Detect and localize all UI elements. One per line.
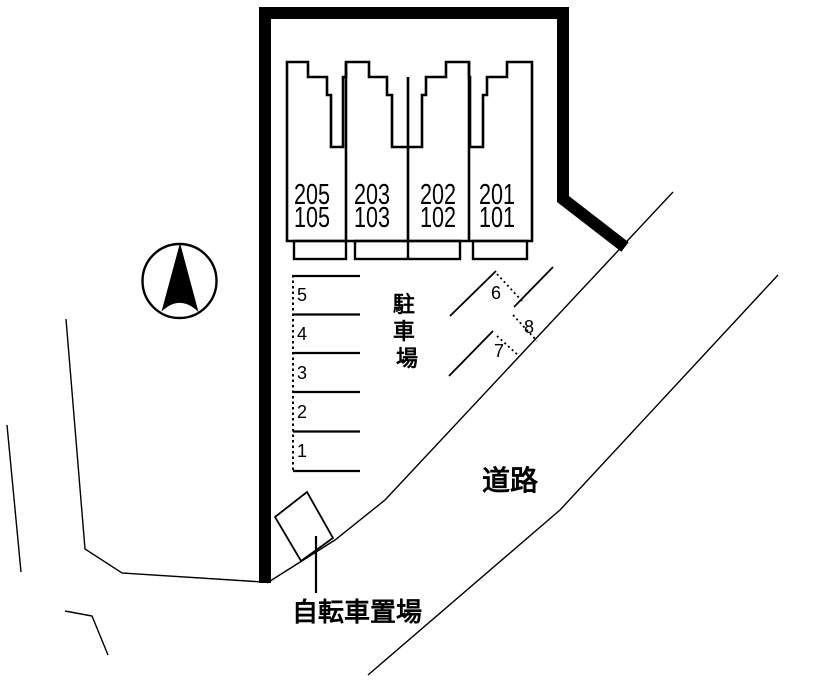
angled-stall-dotted-8 [512, 314, 538, 342]
unit-number-105: 105 [294, 202, 330, 234]
unit-number-203: 203 [354, 179, 390, 211]
parking-space-number-5: 5 [297, 285, 307, 305]
parking-space-number-3: 3 [297, 363, 307, 383]
unit-number-103: 103 [354, 202, 390, 234]
angled-stall-line-c [448, 330, 494, 377]
angled-stall-line-b [513, 266, 554, 308]
plot-boundary-far-left [6, 424, 22, 573]
north-compass [141, 242, 218, 320]
building-outline [285, 60, 534, 243]
angled-stall-line-a [449, 270, 497, 317]
parking-space-number-6: 6 [491, 283, 501, 303]
plot-boundary-bottom-left [64, 610, 109, 656]
plot-boundary-left [65, 318, 264, 583]
angled-stall-dotted-6 [496, 273, 523, 302]
unit-number-205: 205 [294, 179, 330, 211]
bicycle-area-shape [273, 490, 335, 563]
porch-unit-205 [292, 239, 348, 261]
bicycle-area-label: 自転車置場 [292, 597, 422, 627]
unit-number-101: 101 [479, 202, 515, 234]
unit-number-102: 102 [420, 202, 456, 234]
porch-unit-201 [471, 239, 529, 261]
north-arrow-icon [161, 243, 199, 312]
parking-space-number-1: 1 [297, 441, 307, 461]
road-label: 道路 [482, 464, 539, 496]
unit-number-201: 201 [479, 179, 515, 211]
parking-space-number-8: 8 [524, 317, 534, 337]
road-edge-outer [367, 274, 779, 676]
parking-space-number-4: 4 [297, 324, 307, 344]
property-boundary-thick [259, 7, 629, 583]
parking-area-label: 駐 車 場 [393, 292, 421, 371]
road-edge-inner [266, 191, 674, 584]
parking-space-number-2: 2 [297, 402, 307, 422]
parking-space-number-7: 7 [494, 341, 504, 361]
unit-number-202: 202 [420, 179, 456, 211]
compass-circle [141, 242, 218, 320]
